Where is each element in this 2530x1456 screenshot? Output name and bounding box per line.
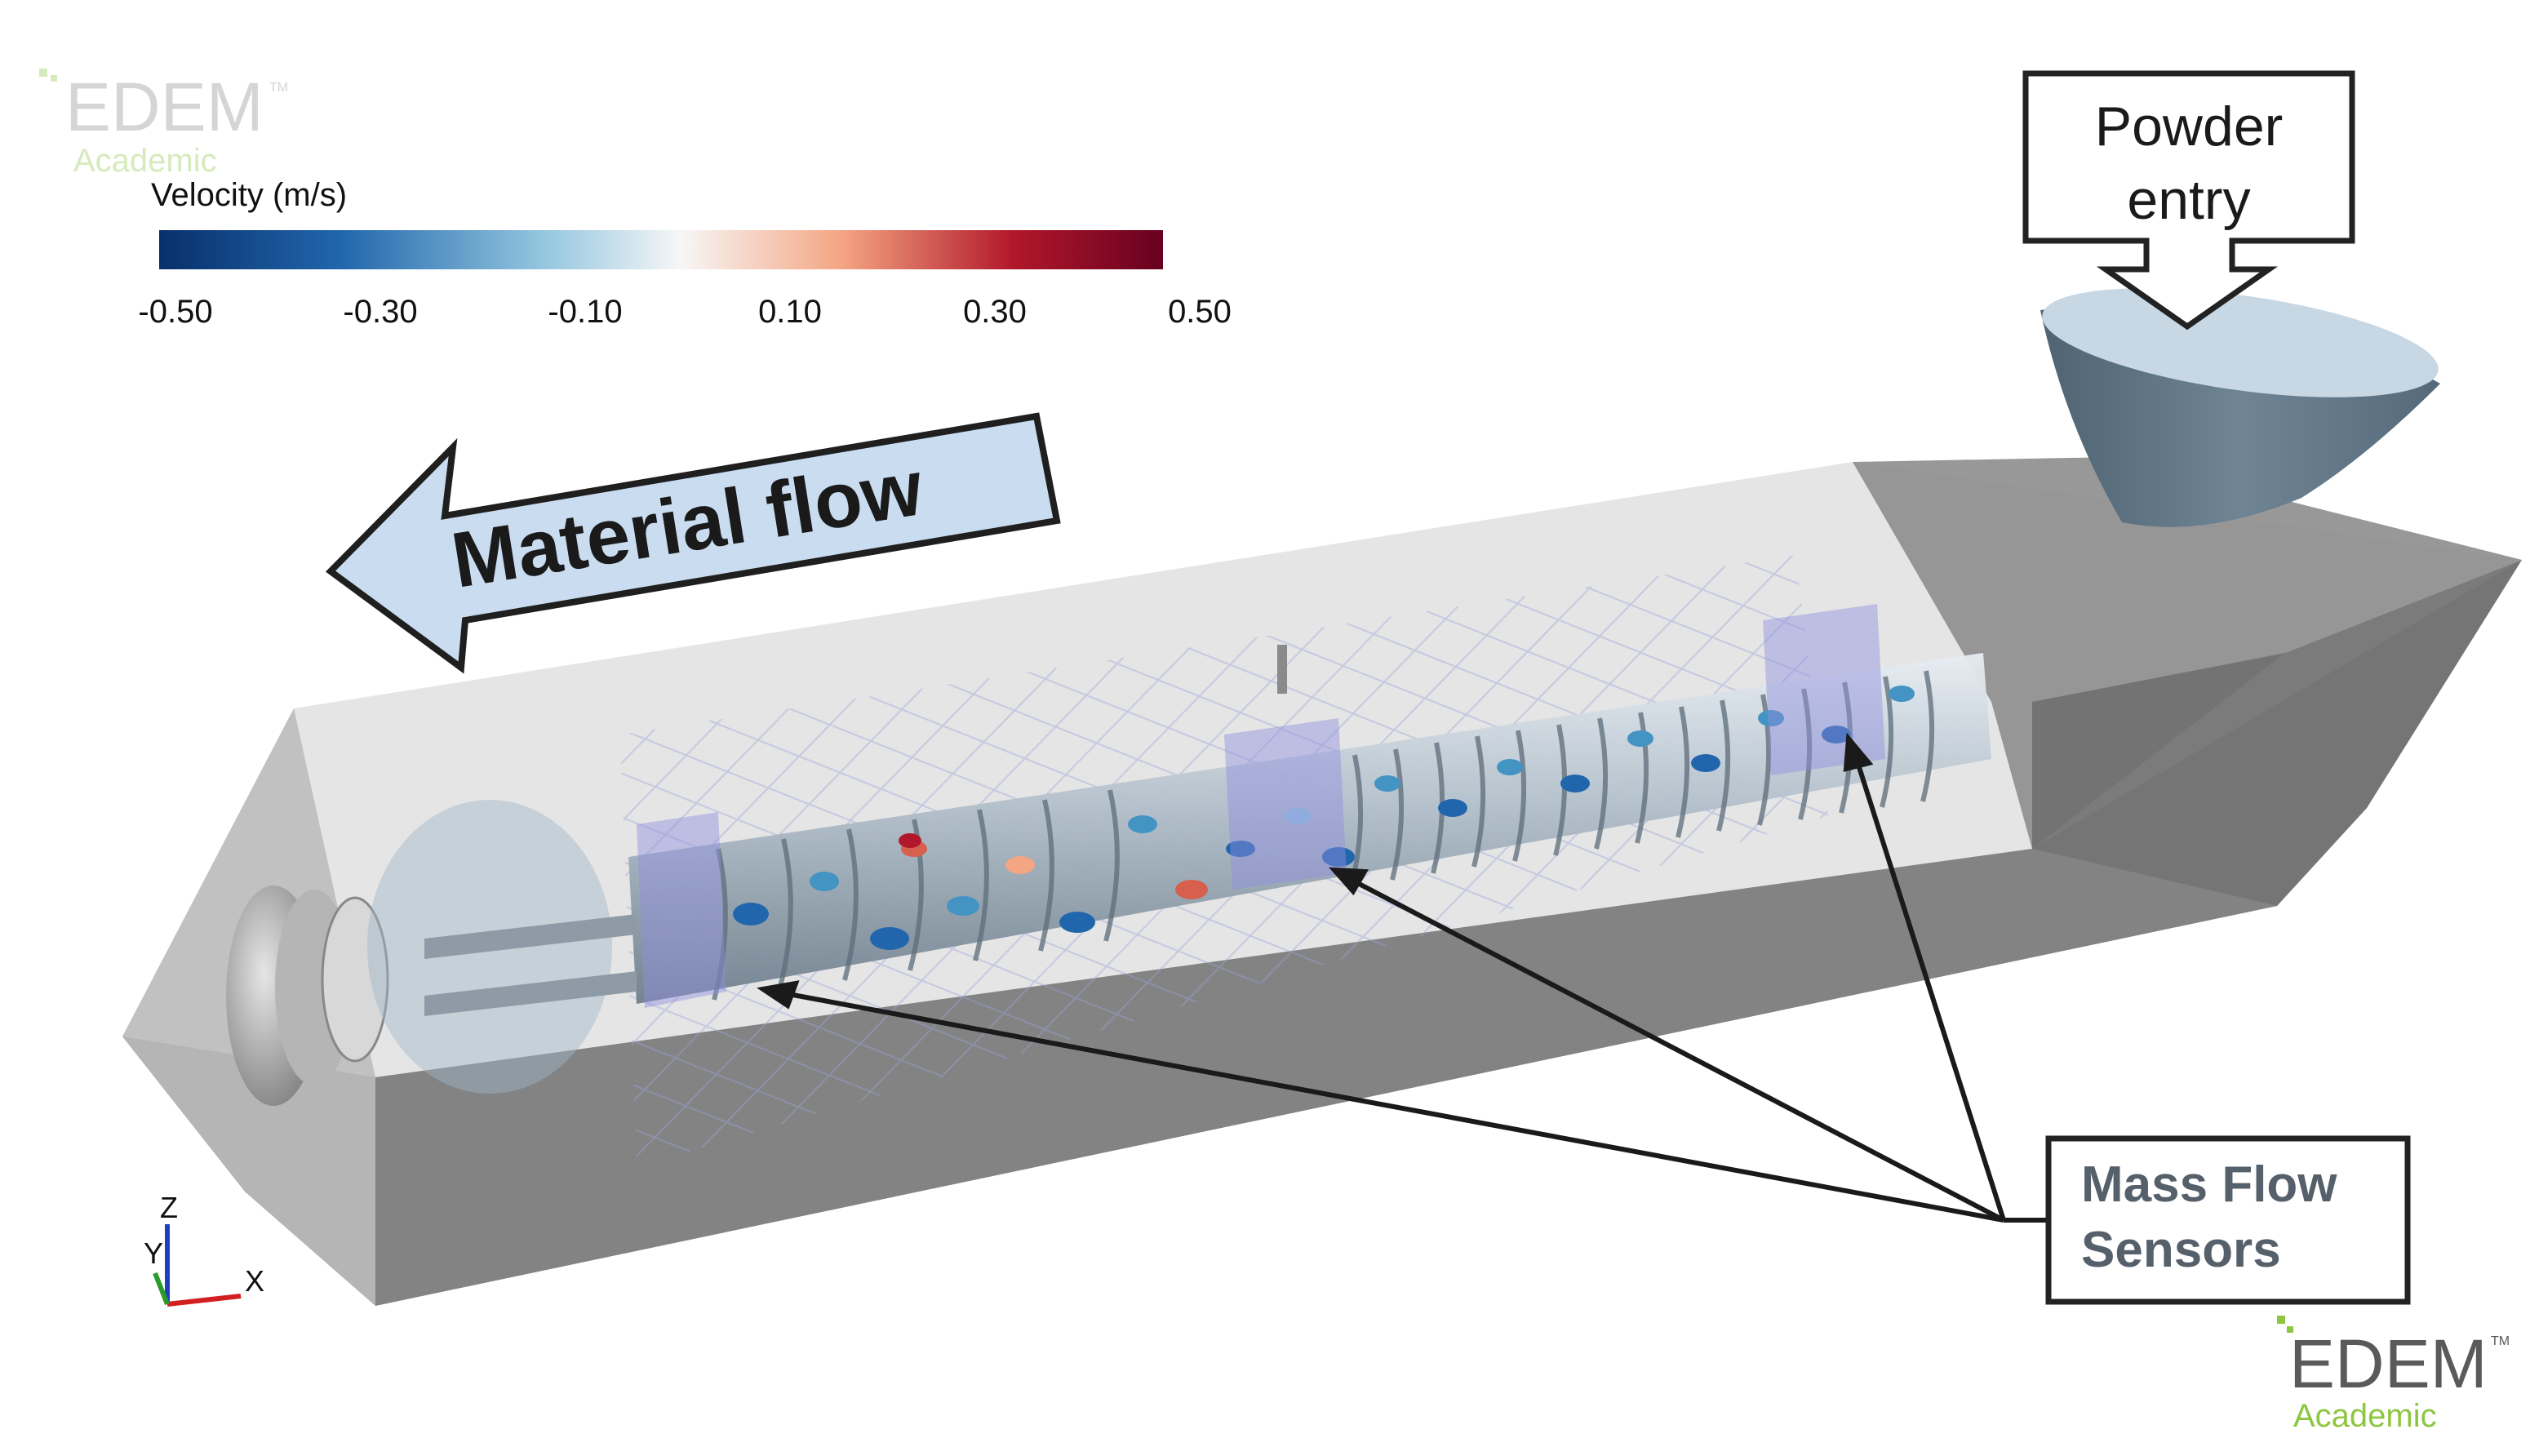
mass-flow-sensor-1 <box>637 812 726 1008</box>
pointer-head-2 <box>1329 867 1369 896</box>
powder-entry-line1: Powder <box>2095 95 2284 158</box>
edem-watermark-bottom: EDEM TM Academic <box>2277 1316 2510 1434</box>
axis-x-line <box>166 1294 242 1307</box>
colorbar-tick-label: -0.30 <box>343 294 417 330</box>
edem-watermark-top: EDEM TM Academic <box>39 69 288 179</box>
watermark-top-sub: Academic <box>73 143 217 179</box>
material-flow-arrow-shape <box>325 412 1061 674</box>
colorbar-tick-label: -0.50 <box>138 294 212 330</box>
mass-flow-sensors-box <box>2045 1135 2411 1305</box>
colorbar-title: Velocity (m/s) <box>151 177 347 213</box>
feed-box-block <box>1853 457 2522 849</box>
axis-z-label: Z <box>160 1191 178 1224</box>
hopper <box>2040 288 2440 527</box>
colorbar-tick-label: 0.50 <box>1168 294 1232 330</box>
sensor-pointers <box>757 732 2048 1223</box>
particle-velocity-patches <box>733 686 1915 950</box>
screw-shaft-left-2 <box>424 971 637 1016</box>
powder-entry-callout: Powder entry <box>2022 70 2355 331</box>
shaft-marker <box>1277 645 1287 694</box>
colorbar-ticks: -0.50 -0.30 -0.10 0.10 0.30 0.50 <box>138 294 1232 330</box>
axis-triad: Z Y X <box>144 1191 264 1307</box>
watermark-bottom-brand: EDEM <box>2289 1325 2488 1402</box>
mass-flow-sensor-2 <box>1224 718 1347 890</box>
pointer-head-1 <box>757 980 800 1010</box>
watermark-top-brand: EDEM <box>65 69 264 145</box>
hopper-rim <box>2042 288 2439 397</box>
colorbar-tick-label: 0.30 <box>963 294 1027 330</box>
screw-flights <box>712 670 1935 1001</box>
colorbar-tick-label: -0.10 <box>548 294 622 330</box>
mass-flow-sensors-line2: Sensors <box>2081 1222 2281 1278</box>
pointer-line-2 <box>1345 875 2005 1223</box>
axis-x-label: X <box>245 1264 264 1298</box>
colorbar-gradient <box>159 230 1163 269</box>
screw-shaft-left <box>424 914 637 959</box>
velocity-colorbar: Velocity (m/s) -0.50 -0.30 -0.10 0.10 0.30 0.… <box>138 177 1232 330</box>
powder-entry-line2: entry <box>2127 169 2250 231</box>
watermark-dots <box>39 69 47 77</box>
powder-entry-box <box>2022 70 2355 331</box>
axis-y-line <box>153 1272 170 1306</box>
colorbar-tick-label: 0.10 <box>758 294 822 330</box>
mass-flow-sensors-callout: Mass Flow Sensors <box>2045 1135 2411 1305</box>
housing-front-face <box>375 849 2277 1306</box>
pointer-head-3 <box>1843 732 1874 772</box>
drive-disc-face <box>321 896 389 1063</box>
twin-screw-barrel <box>424 604 1991 1016</box>
watermark-bottom-sub: Academic <box>2293 1398 2437 1434</box>
pointer-line-3 <box>1850 746 2006 1221</box>
pointer-line-1 <box>775 989 2004 1223</box>
watermark-bottom-dots <box>2277 1316 2285 1324</box>
mass-flow-sensors-line1: Mass Flow <box>2081 1156 2337 1213</box>
feed-box-side <box>2032 560 2522 906</box>
watermark-bottom-tm: TM <box>2491 1334 2510 1348</box>
axis-y-label: Y <box>144 1236 163 1270</box>
mass-flow-sensor-3 <box>1763 604 1885 775</box>
watermark-top-tm: TM <box>269 81 288 95</box>
